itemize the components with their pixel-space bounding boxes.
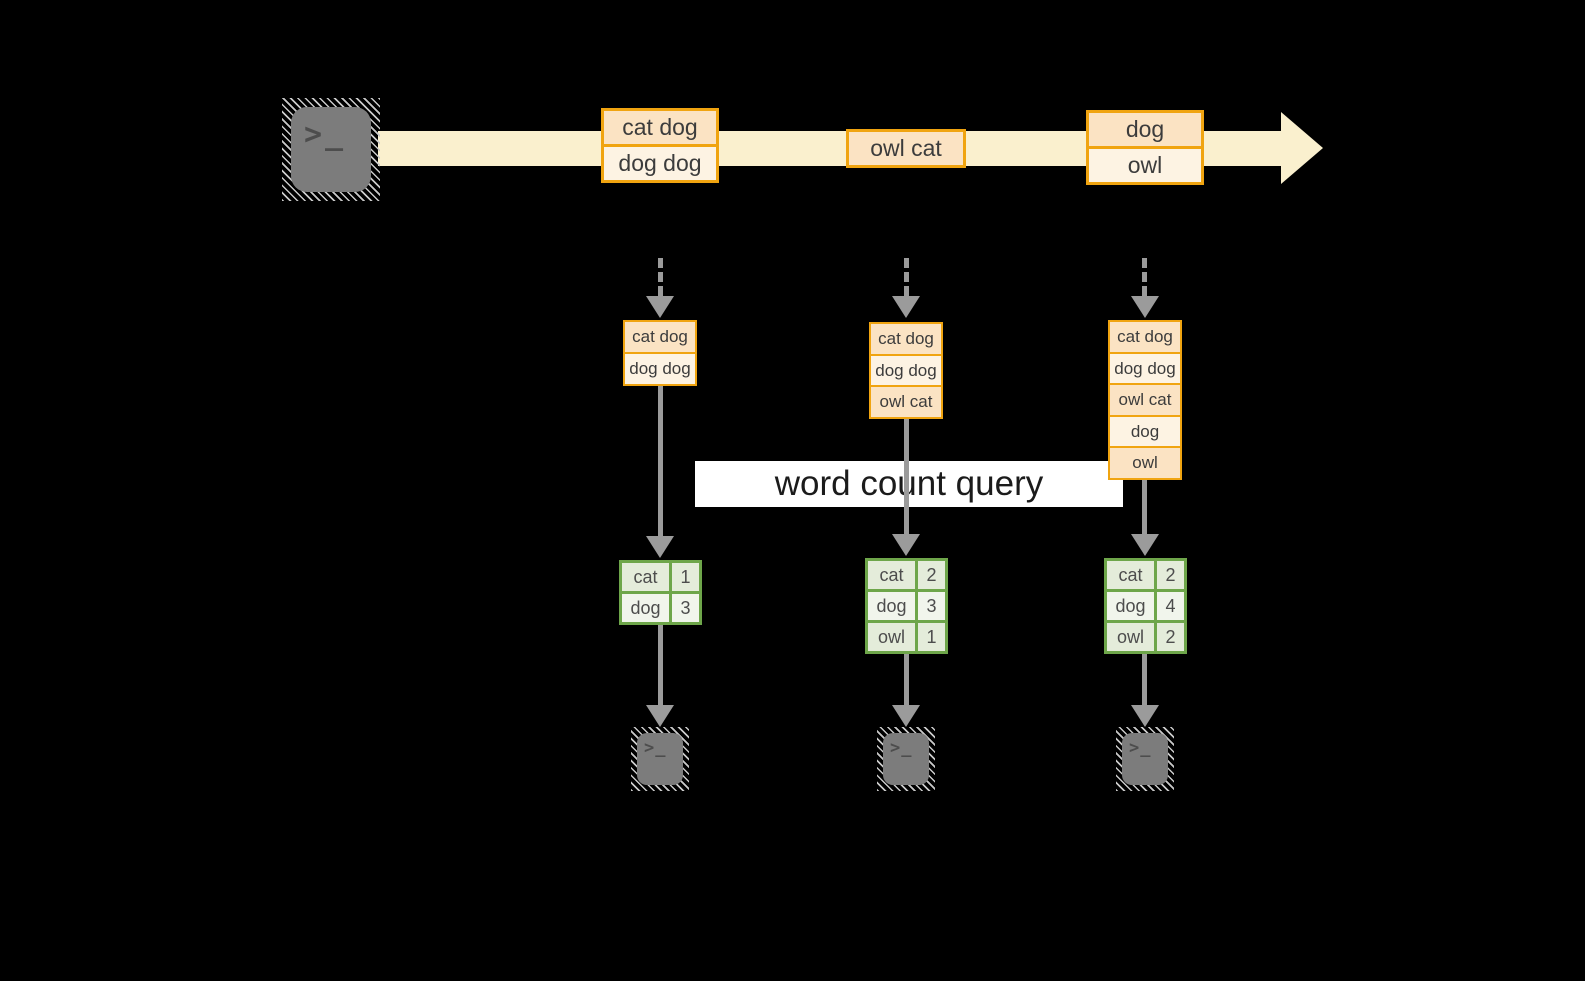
input-record: cat dog [1108, 320, 1182, 354]
terminal-prompt-icon: >_ [890, 738, 913, 758]
output-arrow-line-1 [658, 625, 663, 705]
sink-terminal-icon-2: >_ [877, 727, 935, 791]
stream-record: cat dog [601, 108, 719, 147]
tap-arrow-line-3 [1142, 258, 1147, 296]
input-record: dog dog [869, 353, 943, 388]
count-word: owl [868, 623, 915, 651]
output-arrowhead-icon-3 [1131, 705, 1159, 727]
count-word: cat [622, 563, 669, 591]
input-stack-2: cat dog dog dog owl cat [869, 322, 943, 419]
tap-arrow-line-2 [904, 258, 909, 296]
terminal-screen: >_ [1122, 733, 1168, 785]
terminal-prompt-icon: >_ [304, 117, 347, 152]
terminal-prompt-icon: >_ [644, 738, 667, 758]
count-word: cat [868, 561, 915, 589]
stream-arrowhead-icon [1281, 112, 1323, 184]
output-arrow-line-3 [1142, 654, 1147, 705]
tap-arrowhead-icon-2 [892, 296, 920, 318]
stream-record-group-1: cat dog dog dog [601, 108, 719, 183]
count-word: owl [1107, 623, 1154, 651]
tap-arrowhead-icon-3 [1131, 296, 1159, 318]
count-value: 1 [672, 563, 699, 591]
tap-arrowhead-icon-1 [646, 296, 674, 318]
count-word: cat [1107, 561, 1154, 589]
output-arrowhead-icon-2 [892, 705, 920, 727]
stream-record-group-2: owl cat [846, 129, 966, 168]
input-record: owl cat [869, 385, 943, 419]
count-word: dog [1107, 592, 1154, 620]
terminal-screen: >_ [883, 733, 929, 785]
sink-terminal-icon-3: >_ [1116, 727, 1174, 791]
count-table-2: cat 2 dog 3 owl 1 [865, 558, 948, 654]
input-stack-1: cat dog dog dog [623, 320, 697, 386]
query-arrowhead-icon-2 [892, 534, 920, 556]
count-word: dog [868, 592, 915, 620]
input-record: dog dog [623, 351, 697, 386]
stream-record: dog dog [601, 144, 719, 183]
stream-record: dog [1086, 110, 1204, 149]
count-table-1: cat 1 dog 3 [619, 560, 702, 625]
count-word: dog [622, 594, 669, 622]
query-arrow-line-1 [658, 384, 663, 536]
input-record: owl cat [1108, 383, 1182, 417]
query-arrowhead-icon-1 [646, 536, 674, 558]
terminal-screen: >_ [291, 107, 371, 192]
terminal-screen: >_ [637, 733, 683, 785]
count-value: 2 [1157, 561, 1184, 589]
stream-record: owl [1086, 146, 1204, 185]
input-record: cat dog [869, 322, 943, 356]
source-terminal-icon: >_ [282, 98, 380, 201]
query-banner: word count query [695, 461, 1123, 507]
input-record: dog dog [1108, 351, 1182, 386]
input-stack-3: cat dog dog dog owl cat dog owl [1108, 320, 1182, 480]
count-value: 3 [918, 592, 945, 620]
input-record: cat dog [623, 320, 697, 354]
count-table-3: cat 2 dog 4 owl 2 [1104, 558, 1187, 654]
count-value: 1 [918, 623, 945, 651]
input-record: owl [1108, 446, 1182, 480]
count-value: 2 [918, 561, 945, 589]
stream-record: owl cat [846, 129, 966, 168]
output-arrowhead-icon-1 [646, 705, 674, 727]
count-value: 2 [1157, 623, 1184, 651]
count-value: 3 [672, 594, 699, 622]
tap-arrow-line-1 [658, 258, 663, 296]
output-arrow-line-2 [904, 654, 909, 705]
query-arrow-line-2 [904, 419, 909, 534]
count-value: 4 [1157, 592, 1184, 620]
sink-terminal-icon-1: >_ [631, 727, 689, 791]
terminal-prompt-icon: >_ [1129, 738, 1152, 758]
input-record: dog [1108, 414, 1182, 449]
query-arrowhead-icon-3 [1131, 534, 1159, 556]
stream-record-group-3: dog owl [1086, 110, 1204, 185]
query-arrow-line-3 [1142, 478, 1147, 534]
